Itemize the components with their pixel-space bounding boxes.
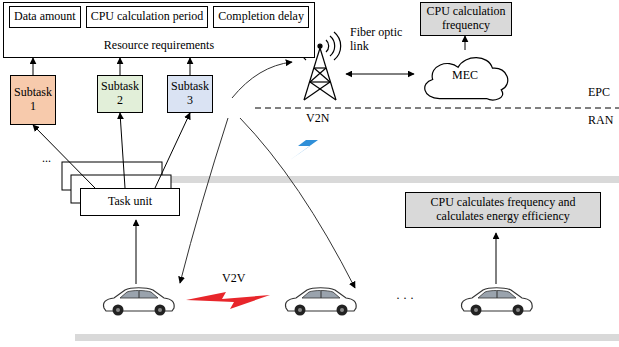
connector-arrow [465,36,466,50]
box-text: MEC [452,69,478,83]
box-text: Task unit [108,195,152,209]
annotation-label: RAN [588,114,613,128]
fiber-link [346,74,414,75]
process-box: Subtask 2 [97,75,143,113]
divider-line [255,108,619,109]
offload-curve [232,62,292,98]
box-text: Subtask 3 [171,80,209,108]
process-box: CPU calculation frequency [420,2,512,36]
process-box: Data amount [9,6,81,28]
group-frame: Resource requirements Data amount CPU calc… [3,2,315,58]
box-text: Resource requirements [4,39,314,53]
box-text: Subtask 1 [14,86,52,114]
upload-arrow [136,220,137,284]
v2n-lightning [290,128,322,160]
connector-arrow [190,58,191,75]
offload-curve [240,118,355,288]
box-text: CPU calculation frequency [425,5,507,33]
annotation-label: V2V [222,272,245,286]
process-box: Subtask 1 [10,75,56,125]
annotation-label: V2N [306,112,329,126]
annotation-label: ... [42,152,51,166]
vehicle [461,288,532,316]
box-text: CPU calculation period [91,10,204,24]
annotation-label: Fiber optic link [350,26,412,54]
cloud-node: MEC [416,50,514,102]
connector-arrow [33,125,95,188]
connector-arrow [155,113,190,188]
annotation-label: · · · [396,292,414,306]
process-box: Completion delay [213,6,309,28]
offload-curve [180,118,228,283]
road-edge [75,334,619,341]
vehicle [285,288,356,316]
process-box: CPU calculation period [86,6,209,28]
cloud-shape [425,58,508,100]
connector-arrow [120,58,121,75]
process-box: Task unit [80,188,180,216]
vehicle [103,288,174,316]
upload-arrow [496,233,497,284]
process-box: Subtask 3 [167,75,213,113]
process-box: CPU calculates frequency and calculates … [405,192,601,228]
connector-arrow [120,113,125,188]
box-text: CPU calculates frequency and calculates … [410,196,596,224]
box-text: Data amount [14,10,76,24]
box-text: Completion delay [218,10,304,24]
annotation-label: EPC [588,86,610,100]
box-text: Subtask 2 [101,80,139,108]
v2v-lightning [186,292,270,309]
connector-arrow [33,58,34,75]
